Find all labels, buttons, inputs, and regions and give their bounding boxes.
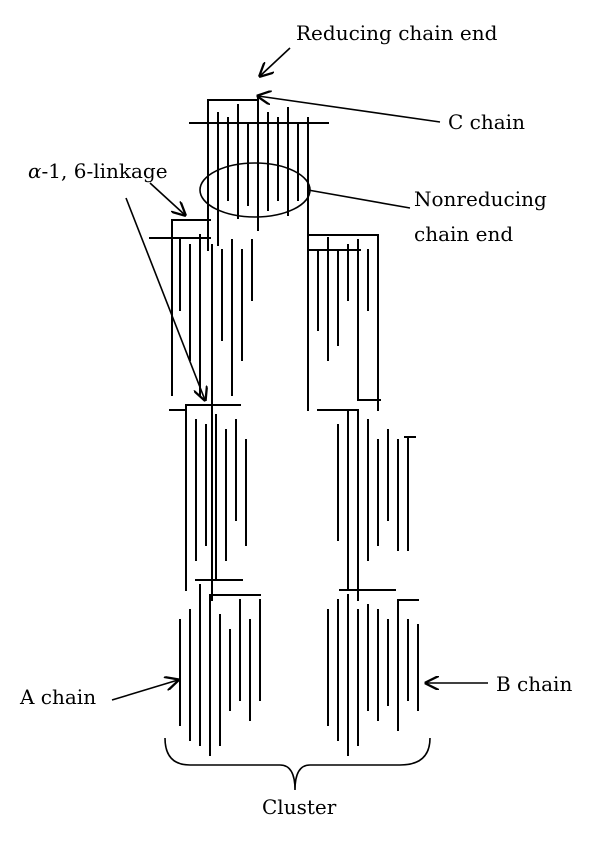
linkage-arrow-lower (125, 197, 205, 400)
right-middle-cluster (317, 409, 416, 591)
nonreducing-label-line2: chain end (414, 222, 513, 246)
nonreducing-leader (307, 189, 411, 209)
annotation-arrows (111, 47, 488, 701)
bottom-right-cluster (327, 589, 419, 756)
reducing-end-arrow (260, 47, 291, 76)
alpha-symbol: α (28, 159, 42, 183)
linkage-text: -1, 6-linkage (42, 159, 168, 183)
bottom-left-cluster (179, 579, 261, 756)
reducing-end-label: Reducing chain end (296, 21, 498, 45)
amylopectin-tree (149, 97, 419, 756)
backbone-chains (211, 234, 359, 601)
linkage-arrow-upper (149, 182, 185, 215)
right-upper-cluster (307, 234, 381, 411)
cluster-brace (164, 737, 431, 791)
b-chain-label: B chain (496, 672, 572, 696)
nonreducing-ellipse (199, 162, 311, 218)
linkage-label: α-1, 6-linkage (28, 159, 168, 183)
nonreducing-label-line1: Nonreducing (414, 187, 547, 211)
c-chain-label: C chain (448, 110, 525, 134)
a-chain-arrow (111, 680, 178, 701)
c-chain-arrow (258, 96, 441, 123)
left-middle-cluster (169, 404, 247, 591)
a-chain-label: A chain (19, 685, 96, 709)
top-cluster (189, 97, 329, 251)
left-upper-cluster (149, 219, 253, 421)
cluster-label: Cluster (262, 795, 337, 819)
